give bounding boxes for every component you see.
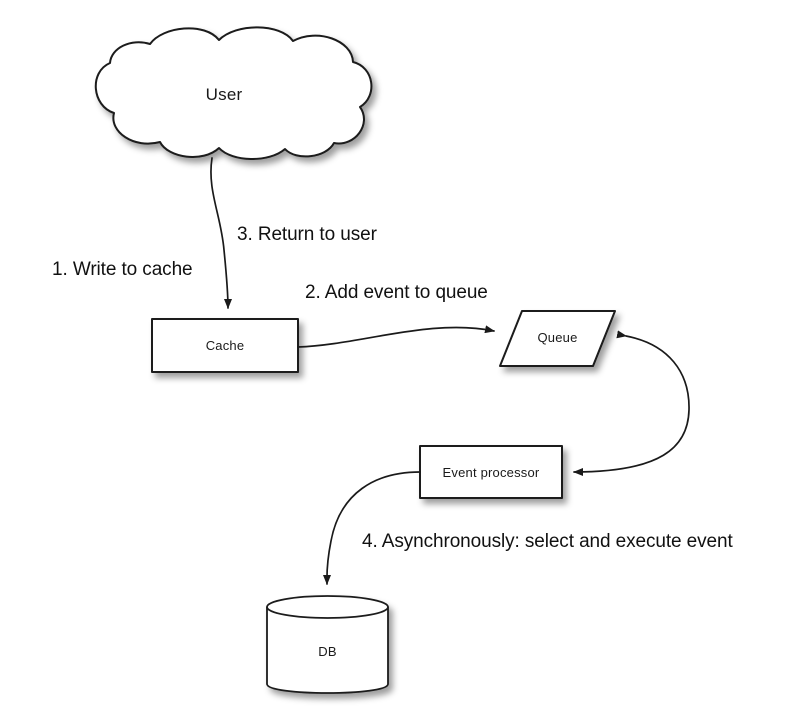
node-label-user: User [205,85,243,104]
node-user[interactable] [94,26,373,160]
node-event-processor[interactable] [419,445,563,499]
node-cache[interactable] [151,318,299,373]
node-db[interactable] [266,595,389,694]
edge-processor-to-db [322,471,421,585]
edge-cache-to-queue [297,325,495,348]
edge-queue-loop [573,330,690,476]
node-label-db: DB [318,644,337,659]
node-label-event-processor: Event processor [442,465,540,480]
edge-user-to-cache [210,157,232,309]
edge-label-step2: 2. Add event to queue [305,282,488,303]
edge-label-step1: 1. Write to cache [52,259,193,280]
node-label-cache: Cache [205,338,245,353]
edge-label-step3: 3. Return to user [237,224,377,245]
edge-label-step4: 4. Asynchronously: select and execute ev… [362,531,733,552]
node-label-queue: Queue [537,330,578,345]
